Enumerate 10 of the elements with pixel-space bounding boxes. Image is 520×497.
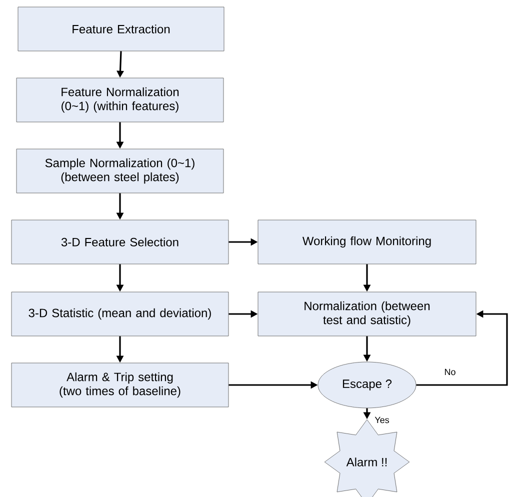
process-box: Normalization (between test and satistic) [258, 292, 476, 336]
edge-label: No [444, 368, 456, 376]
process-box: Feature Normalization (0~1) (within features) [16, 78, 224, 122]
process-box: Feature Extraction [18, 6, 224, 52]
process-box: Working flow Monitoring [258, 220, 476, 264]
process-box: Alarm & Trip setting (two times of baseline) [11, 362, 229, 408]
process-box: 3-D Statistic (mean and deviation) [11, 292, 229, 336]
process-box: 3-D Feature Selection [11, 220, 229, 264]
edge-label: Yes [374, 416, 390, 424]
process-box: Sample Normalization (0~1) (between steel plates) [16, 148, 224, 194]
